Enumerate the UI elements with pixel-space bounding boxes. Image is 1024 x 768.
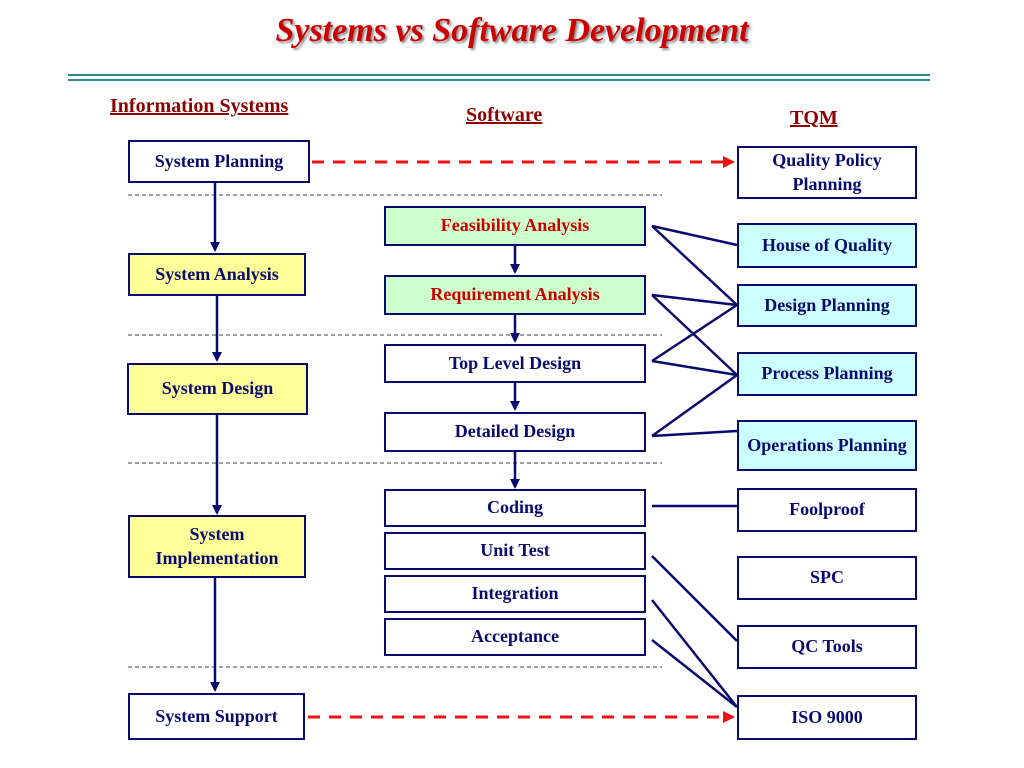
box-design-planning: Design Planning: [737, 284, 917, 327]
column-header-tqm: TQM: [790, 107, 838, 129]
link-feasibility-design-planning: [651, 225, 738, 306]
box-system-support: System Support: [128, 693, 305, 740]
link-toplevel-process-planning: [651, 359, 738, 377]
link-toplevel-design-planning: [651, 303, 738, 363]
link-feasibility-house-of-quality: [651, 224, 738, 247]
link-detailed-process-planning: [651, 373, 738, 438]
link-requirement-process-planning: [651, 294, 738, 376]
link-integration-iso9000: [651, 599, 738, 708]
box-acceptance: Acceptance: [384, 618, 646, 656]
link-detailed-operations-planning: [651, 429, 738, 438]
box-requirement-analysis: Requirement Analysis: [384, 275, 646, 315]
box-system-analysis: System Analysis: [128, 253, 306, 296]
box-unit-test: Unit Test: [384, 532, 646, 570]
box-detailed-design: Detailed Design: [384, 412, 646, 452]
box-qc-tools: QC Tools: [737, 625, 917, 669]
box-process-planning: Process Planning: [737, 352, 917, 396]
box-integration: Integration: [384, 575, 646, 613]
link-unittest-qc-tools: [651, 555, 738, 642]
title-underline: [68, 74, 930, 81]
box-house-of-quality: House of Quality: [737, 223, 917, 268]
box-system-implementation: System Implementation: [128, 515, 306, 578]
box-operations-planning: Operations Planning: [737, 420, 917, 471]
link-acceptance-iso9000: [651, 639, 738, 708]
box-foolproof: Foolproof: [737, 488, 917, 532]
slide-title: Systems vs Software Development: [275, 12, 749, 49]
box-top-level-design: Top Level Design: [384, 344, 646, 383]
box-iso-9000: ISO 9000: [737, 695, 917, 740]
box-quality-policy-planning: Quality Policy Planning: [737, 146, 917, 199]
box-feasibility-analysis: Feasibility Analysis: [384, 206, 646, 246]
box-coding: Coding: [384, 489, 646, 527]
box-spc: SPC: [737, 556, 917, 600]
box-system-planning: System Planning: [128, 140, 310, 183]
box-system-design: System Design: [127, 363, 308, 415]
column-header-software: Software: [466, 104, 543, 126]
link-requirement-design-planning: [651, 293, 738, 307]
column-header-information-systems: Information Systems: [110, 95, 289, 117]
